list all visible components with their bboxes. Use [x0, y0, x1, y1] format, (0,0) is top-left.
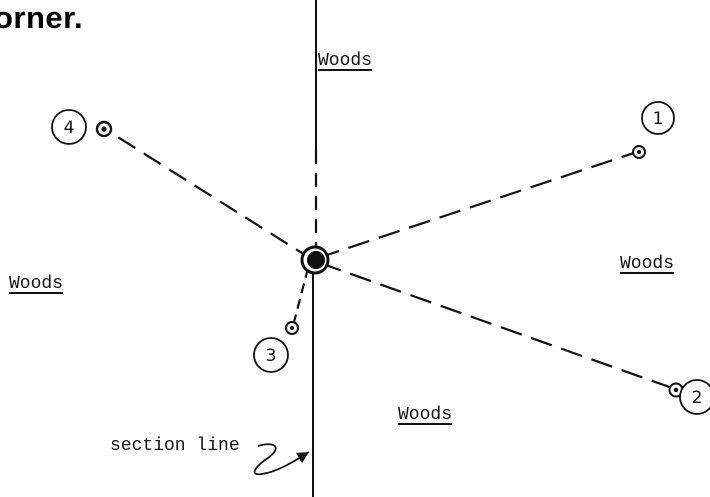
- bearing-line-4: [104, 128, 314, 261]
- bearing-line-1: [317, 150, 638, 260]
- woods-label-bottom: Woods: [398, 405, 453, 425]
- marker-1-label: 1: [653, 109, 664, 129]
- bearing-line-3: [291, 267, 310, 327]
- marker-3-dot: [285, 321, 299, 335]
- marker-2-badge: 2: [679, 379, 710, 415]
- corner-monument: [300, 245, 330, 275]
- marker-4-dot: [95, 120, 113, 138]
- bearing-line-2: [319, 261, 676, 391]
- marker-2-label: 2: [692, 388, 703, 408]
- marker-1-badge: 1: [641, 101, 675, 135]
- section-line-label: section line: [110, 436, 240, 456]
- woods-label-right: Woods: [620, 254, 675, 274]
- section-line-pointer: [253, 443, 310, 476]
- woods-label-left: Woods: [9, 274, 64, 294]
- marker-3-label: 3: [266, 346, 277, 366]
- marker-1-dot: [632, 145, 646, 159]
- heading-fragment: orner.: [0, 0, 84, 35]
- marker-4-label: 4: [64, 118, 75, 138]
- woods-label-top: Woods: [318, 51, 373, 71]
- marker-4-badge: 4: [51, 109, 87, 145]
- marker-3-badge: 3: [253, 337, 289, 373]
